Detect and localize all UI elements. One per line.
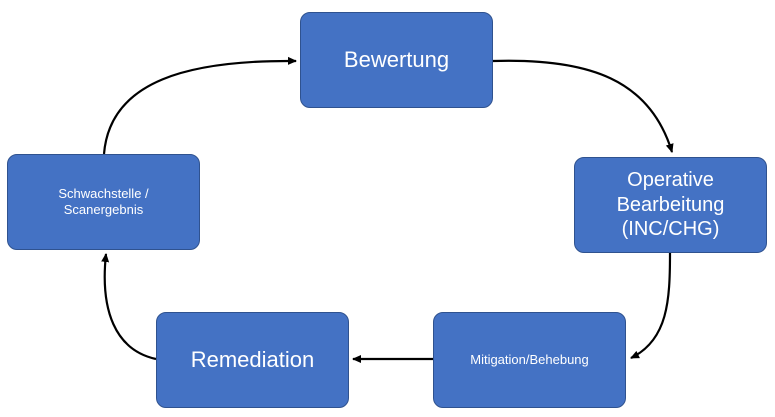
node-mitigation-behebung-label: Mitigation/Behebung	[470, 352, 589, 368]
node-operative-bearbeitung: Operative Bearbeitung (INC/CHG)	[574, 157, 767, 253]
node-mitigation-behebung: Mitigation/Behebung	[433, 312, 626, 408]
node-bewertung: Bewertung	[300, 12, 493, 108]
node-remediation: Remediation	[156, 312, 349, 408]
node-operative-bearbeitung-label: Operative Bearbeitung (INC/CHG)	[616, 169, 725, 241]
node-schwachstelle-scanergebnis-label: Schwachstelle / Scanergebnis	[58, 186, 149, 217]
node-schwachstelle-scanergebnis: Schwachstelle / Scanergebnis	[7, 154, 200, 250]
arrow-schwachstelle-to-bewertung	[102, 56, 297, 155]
node-bewertung-label: Bewertung	[343, 46, 450, 72]
arrow-operative-to-mitigation	[630, 252, 672, 359]
arrow-remediation-to-schwachstelle	[101, 253, 157, 361]
arrow-bewertung-to-operative	[492, 59, 674, 153]
node-remediation-label: Remediation	[190, 346, 315, 372]
